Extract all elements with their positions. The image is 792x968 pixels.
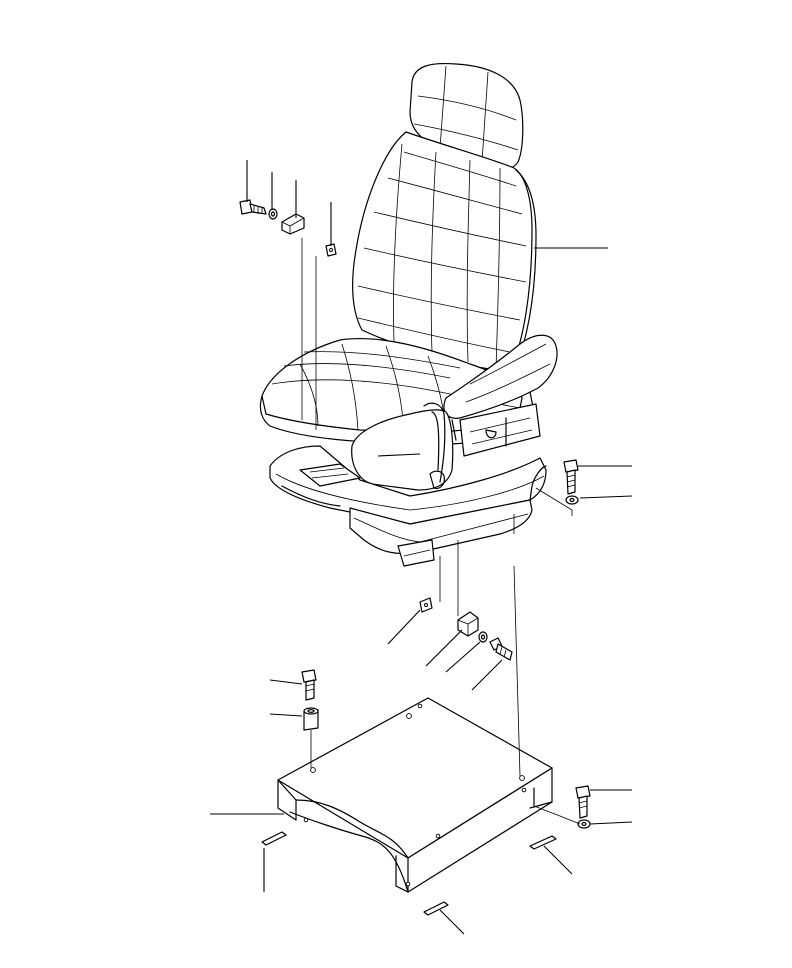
leader-line xyxy=(387,609,421,645)
leader-line xyxy=(471,659,503,691)
assembly-lines xyxy=(301,238,581,825)
nut-square-lower xyxy=(419,597,433,613)
mount-hole xyxy=(519,775,525,781)
mount-hole xyxy=(310,767,316,773)
clip-bracket-lower xyxy=(457,611,479,637)
washer-right-upper xyxy=(565,495,579,505)
mount-hole xyxy=(521,787,527,793)
seat-mount-plate xyxy=(277,697,553,893)
leader-line xyxy=(377,453,421,457)
shim-right xyxy=(529,835,557,850)
mount-hole xyxy=(303,817,309,823)
mount-hole xyxy=(417,703,423,709)
washer-lower xyxy=(478,631,488,643)
mount-hole xyxy=(406,713,412,719)
leader-line xyxy=(269,679,303,685)
seat-backrest xyxy=(352,131,533,373)
leader-line xyxy=(269,713,303,717)
operator-seat xyxy=(259,62,558,567)
shim-bottom xyxy=(423,901,449,916)
washer-plate-right xyxy=(577,819,591,829)
leader-line xyxy=(445,641,481,673)
bolt-plate-right xyxy=(575,785,591,819)
washer-top-left xyxy=(268,208,278,220)
bolt-lower-angled xyxy=(489,637,513,661)
leader-line xyxy=(543,845,573,875)
spacer-plate-left xyxy=(303,707,319,731)
callout-leaders xyxy=(210,160,633,935)
bolt-right-upper xyxy=(563,459,579,495)
shim-left xyxy=(261,831,287,846)
seat-armrest xyxy=(443,334,558,419)
leader-line xyxy=(589,821,633,825)
leader-line xyxy=(439,909,465,935)
seat-suspension-skirt xyxy=(349,499,533,555)
mount-hole xyxy=(405,881,411,887)
leader-line xyxy=(579,495,633,499)
clip-bracket-top xyxy=(281,213,305,235)
bolt-top-left xyxy=(239,199,267,215)
mount-hole xyxy=(435,833,441,839)
bolt-plate-left xyxy=(301,669,317,701)
leader-line xyxy=(425,629,463,667)
